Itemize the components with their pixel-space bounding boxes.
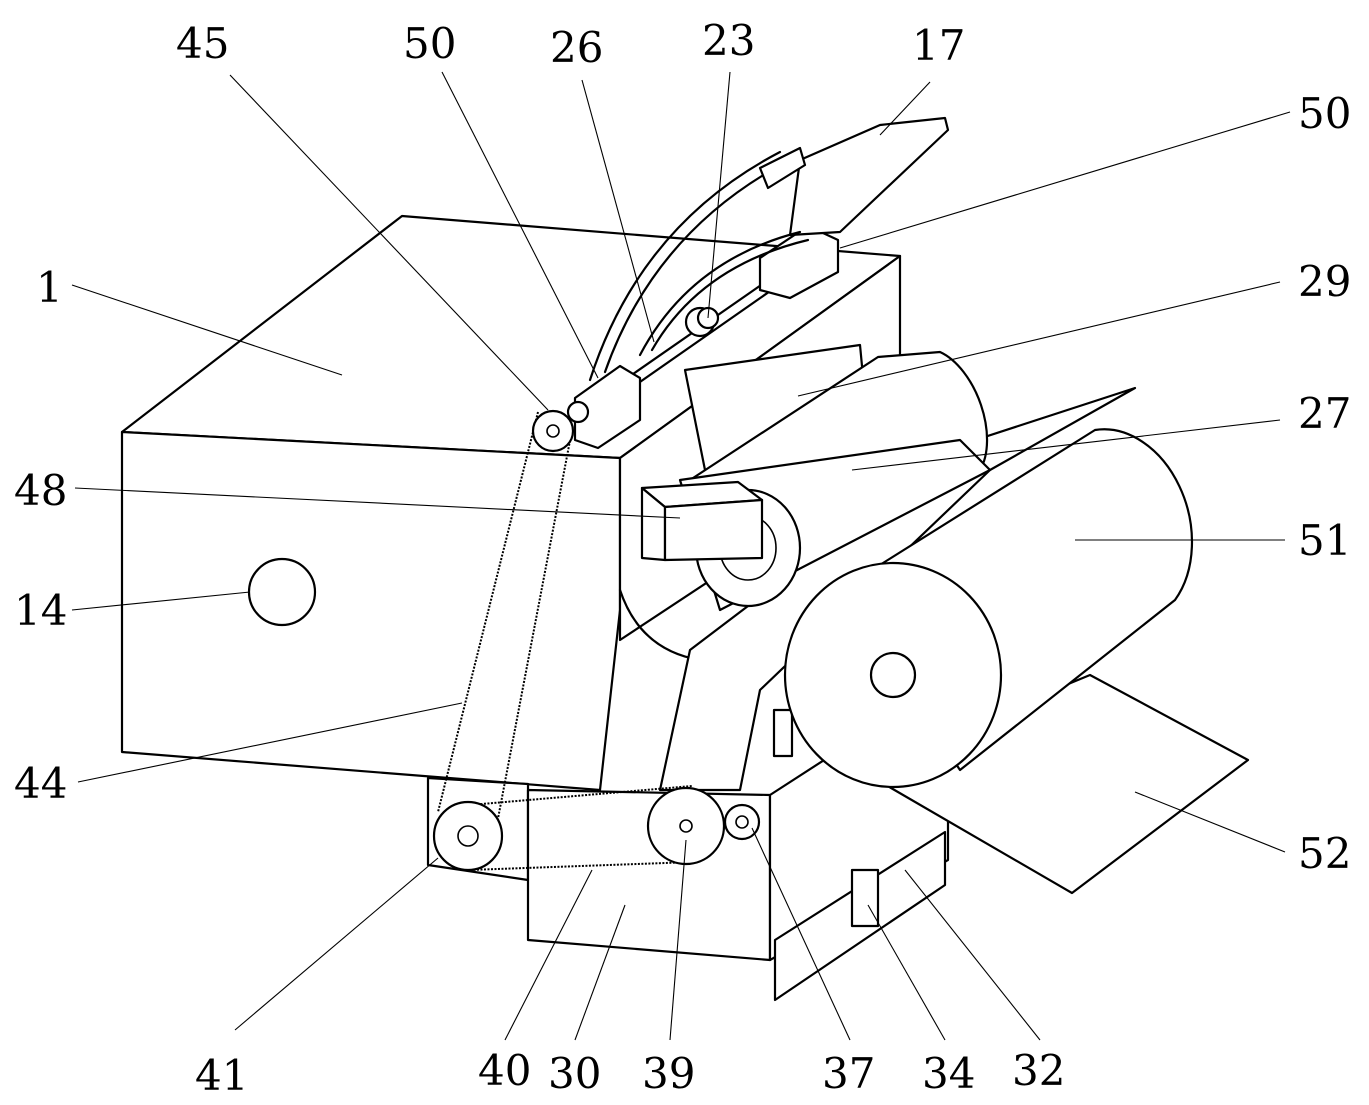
tray-slot xyxy=(772,708,794,758)
label-26: 26 xyxy=(550,23,603,72)
label-14: 14 xyxy=(14,586,67,635)
support-plate xyxy=(773,830,947,1002)
label-17: 17 xyxy=(912,21,965,70)
label-50-right: 50 xyxy=(1298,89,1351,138)
reference-labels: 45 50 26 23 17 50 1 29 27 48 51 14 44 52… xyxy=(14,16,1351,1100)
label-52: 52 xyxy=(1298,829,1351,878)
bracket-slot xyxy=(850,868,880,928)
label-48: 48 xyxy=(14,466,67,515)
label-41: 41 xyxy=(195,1051,248,1100)
feed-tray xyxy=(658,386,1137,792)
label-29: 29 xyxy=(1298,257,1351,306)
middle-pulley xyxy=(646,786,726,866)
label-50-top: 50 xyxy=(403,19,456,68)
lower-pulley xyxy=(432,800,504,872)
label-23: 23 xyxy=(702,16,755,65)
label-1: 1 xyxy=(36,263,63,312)
small-gear xyxy=(723,803,761,841)
large-roll xyxy=(783,428,1194,789)
label-39: 39 xyxy=(642,1049,695,1098)
label-44: 44 xyxy=(14,759,67,808)
label-51: 51 xyxy=(1298,516,1351,565)
label-34: 34 xyxy=(922,1049,975,1098)
leader-lines xyxy=(71,71,1291,1041)
label-32: 32 xyxy=(1012,1046,1065,1095)
guide-plate xyxy=(588,116,950,382)
label-40: 40 xyxy=(478,1046,531,1095)
label-27: 27 xyxy=(1298,389,1351,438)
upper-pulley xyxy=(531,409,575,453)
label-30: 30 xyxy=(548,1049,601,1098)
roll-axle xyxy=(869,651,917,699)
belt-drive xyxy=(432,400,761,872)
circular-opening xyxy=(247,557,317,627)
motor-box xyxy=(640,480,764,562)
label-37: 37 xyxy=(822,1049,875,1098)
label-45: 45 xyxy=(176,19,229,68)
top-shaft-assembly xyxy=(573,224,840,450)
